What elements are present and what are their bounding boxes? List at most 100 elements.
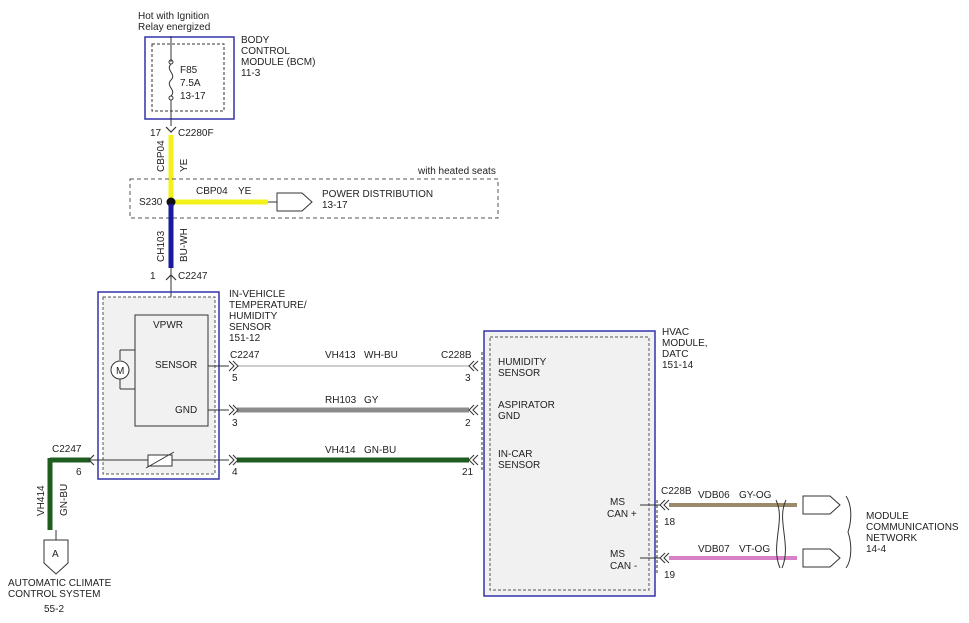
hvac-input-aspirator-1: ASPIRATOR bbox=[498, 400, 555, 411]
hvac-can-low-2: CAN - bbox=[610, 561, 637, 572]
pin-sensor: SENSOR bbox=[155, 360, 197, 371]
hvac-label-3: DATC bbox=[662, 349, 688, 360]
power-distribution-label-1: POWER DISTRIBUTION bbox=[322, 189, 433, 200]
wire-vdb06-color: GY-OG bbox=[739, 490, 772, 501]
hvac-chevron-vh414 bbox=[468, 454, 479, 466]
hvac-chevron-rh103 bbox=[468, 404, 479, 416]
hvac-chevron-vh413 bbox=[468, 360, 479, 372]
twisted-pair-icon bbox=[775, 499, 787, 569]
heated-seats-box bbox=[129, 178, 499, 219]
sensor-pin-box bbox=[134, 314, 209, 427]
accs-label-1: AUTOMATIC CLIMATE bbox=[8, 578, 112, 589]
fuse-id: F85 bbox=[180, 65, 198, 76]
network-brace bbox=[845, 495, 852, 569]
fuse-ref: 13-17 bbox=[180, 91, 206, 102]
wire-rh103-circuit: RH103 bbox=[325, 395, 357, 406]
wire-ch103-color: BU-WH bbox=[179, 228, 190, 262]
left-branch-connector: C2247 bbox=[52, 444, 82, 455]
left-branch-circuit: VH414 bbox=[36, 485, 47, 516]
accs-connector-icon bbox=[43, 539, 69, 575]
wire-vh414-color: GN-BU bbox=[364, 445, 396, 456]
wire-vh413-right-pin: 3 bbox=[465, 373, 471, 384]
wire-vh414-right-pin: 21 bbox=[462, 467, 474, 478]
wire-vdb07-circuit: VDB07 bbox=[698, 544, 730, 555]
wire-rh103-right-pin: 2 bbox=[465, 418, 471, 429]
wire-rh103-color: GY bbox=[364, 395, 379, 406]
fuse-bottom-terminal bbox=[168, 95, 174, 101]
sensor-label-3: HUMIDITY bbox=[229, 311, 278, 322]
hvac-label-4: 151-14 bbox=[662, 360, 694, 371]
can-connector: C228B bbox=[661, 486, 692, 497]
sensor-label-5: 151-12 bbox=[229, 333, 261, 344]
wire-vdb06-circuit: VDB06 bbox=[698, 490, 730, 501]
top-note-line2: Relay energized bbox=[138, 22, 210, 33]
bcm-label-3: MODULE (BCM) bbox=[241, 57, 315, 68]
motor-label: M bbox=[116, 366, 124, 377]
accs-label-3: 55-2 bbox=[44, 604, 64, 615]
power-distribution-label-2: 13-17 bbox=[322, 200, 348, 211]
bcm-inner-dashed bbox=[151, 43, 225, 112]
network-arrow-high bbox=[802, 495, 841, 515]
bcm-connector: C2280F bbox=[178, 128, 214, 139]
left-branch-pin: 6 bbox=[76, 467, 82, 478]
splice-label: S230 bbox=[139, 197, 163, 208]
sensor-label-1: IN-VEHICLE bbox=[229, 289, 285, 300]
fuse-icon bbox=[168, 63, 174, 97]
hvac-label-2: MODULE, bbox=[662, 338, 708, 349]
network-label-2: COMMUNICATIONS bbox=[866, 522, 959, 533]
sensor-label-4: SENSOR bbox=[229, 322, 271, 333]
power-distribution-arrow bbox=[276, 192, 313, 212]
bcm-connector-chevron bbox=[165, 126, 177, 133]
hvac-can-high-1: MS bbox=[610, 497, 625, 508]
fuse-rating: 7.5A bbox=[180, 78, 201, 89]
sensor-top-pin: 1 bbox=[150, 271, 156, 282]
wire-cbp04-v-circuit: CBP04 bbox=[156, 140, 167, 172]
thermistor-icon bbox=[145, 451, 175, 469]
network-label-4: 14-4 bbox=[866, 544, 886, 555]
heated-seats-note: with heated seats bbox=[417, 166, 496, 177]
pin-gnd: GND bbox=[175, 405, 197, 416]
wire-cbp04-v-color: YE bbox=[179, 158, 190, 172]
wire-vh413-left-connector: C2247 bbox=[230, 350, 260, 361]
pin-vpwr: VPWR bbox=[153, 320, 183, 331]
hvac-input-humidity-2: SENSOR bbox=[498, 368, 540, 379]
hvac-input-humidity-1: HUMIDITY bbox=[498, 357, 547, 368]
hvac-input-aspirator-2: GND bbox=[498, 411, 520, 422]
can-high-chevron bbox=[659, 499, 670, 511]
accs-label-2: CONTROL SYSTEM bbox=[8, 589, 100, 600]
can-low-pin: 19 bbox=[664, 570, 676, 581]
wire-vh413-left-pin: 5 bbox=[232, 373, 238, 384]
accs-ref-letter: A bbox=[52, 549, 59, 560]
wire-ch103-circuit: CH103 bbox=[156, 230, 167, 262]
wire-vdb07-color: VT-OG bbox=[739, 544, 770, 555]
wire-vh413-circuit: VH413 bbox=[325, 350, 356, 361]
hvac-label-1: HVAC bbox=[662, 327, 689, 338]
hvac-input-incar-2: SENSOR bbox=[498, 460, 540, 471]
bcm-pin: 17 bbox=[150, 128, 162, 139]
wire-vh414-circuit: VH414 bbox=[325, 445, 356, 456]
bcm-label-2: CONTROL bbox=[241, 46, 290, 57]
sensor-top-connector: C2247 bbox=[178, 271, 208, 282]
wire-cbp04-h-circuit: CBP04 bbox=[196, 186, 228, 197]
network-arrow-low bbox=[802, 548, 841, 568]
wire-vh413-color: WH-BU bbox=[364, 350, 398, 361]
wire-vh413-right-connector: C228B bbox=[441, 350, 472, 361]
bcm-box bbox=[144, 36, 235, 120]
can-low-chevron bbox=[659, 552, 670, 564]
hvac-can-high-2: CAN + bbox=[607, 509, 637, 520]
bcm-label-4: 11-3 bbox=[241, 68, 261, 79]
hvac-module-box bbox=[483, 330, 656, 597]
bcm-label-1: BODY bbox=[241, 35, 270, 46]
sensor-module-box bbox=[97, 291, 220, 480]
sensor-chevron-rh103 bbox=[228, 404, 239, 416]
wire-vh414-left-pin: 4 bbox=[232, 467, 238, 478]
sensor-label-2: TEMPERATURE/ bbox=[229, 300, 307, 311]
left-branch-chevron bbox=[88, 454, 95, 466]
hvac-can-low-1: MS bbox=[610, 549, 625, 560]
sensor-chevron-vh414 bbox=[228, 454, 239, 466]
hvac-input-incar-1: IN-CAR bbox=[498, 449, 532, 460]
network-label-1: MODULE bbox=[866, 511, 909, 522]
network-label-3: NETWORK bbox=[866, 533, 917, 544]
wire-rh103-left-pin: 3 bbox=[232, 418, 238, 429]
